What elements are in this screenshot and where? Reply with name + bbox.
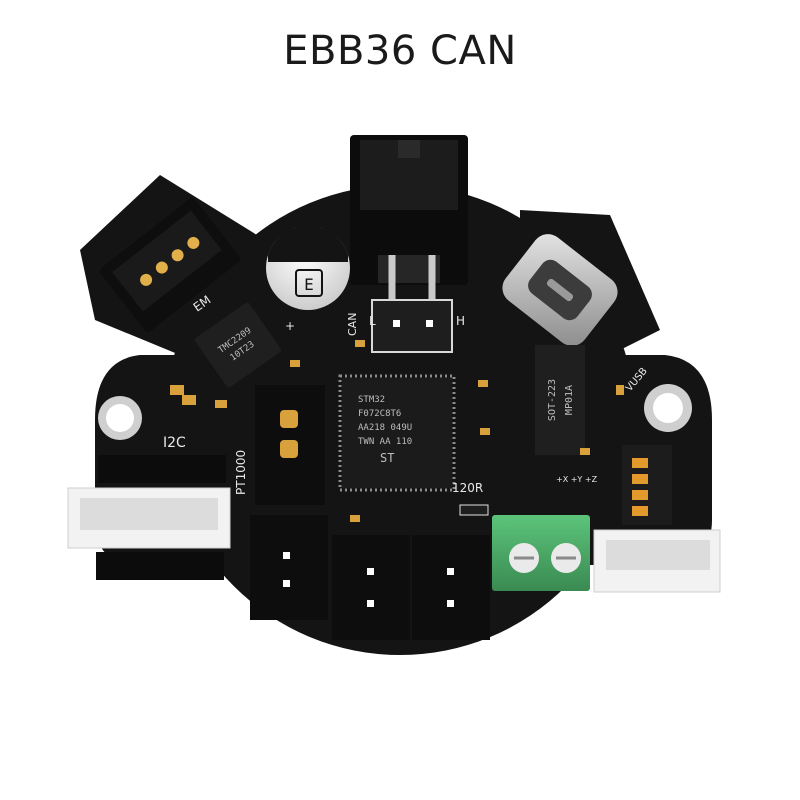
st-logo-icon: ST xyxy=(380,451,394,465)
stepper-driver-chip: TMC2209 10T23 xyxy=(194,302,282,388)
terminal-block xyxy=(492,515,590,591)
mcu-line-2: F072C8T6 xyxy=(358,409,401,419)
usb-c-port xyxy=(502,234,618,346)
bottom-connector-left xyxy=(250,515,328,620)
mcu-line-4: TWN AA 110 xyxy=(358,437,412,447)
bottom-connector-right xyxy=(412,535,490,640)
can-label: CAN xyxy=(346,313,359,336)
i2c-header xyxy=(67,455,231,580)
pt1000-label: PT1000 xyxy=(234,450,248,495)
endstop-connector xyxy=(99,198,241,332)
dip-switch xyxy=(622,445,672,525)
120r-label: 120R xyxy=(452,481,483,495)
regulator-line-1: SOT-223 xyxy=(547,379,558,421)
pt1000-connector xyxy=(255,385,325,505)
i2c-label: I2C xyxy=(163,435,186,451)
product-title: EBB36 CAN xyxy=(283,28,517,74)
mounting-hole-right xyxy=(644,384,692,432)
mcu-chip: STM32 F072C8T6 AA218 049U TWN AA 110 ST xyxy=(338,374,456,492)
mounting-hole-left xyxy=(98,396,142,440)
capacitor: E xyxy=(266,225,350,310)
power-connector-top xyxy=(350,135,468,353)
bottom-connector-middle xyxy=(332,535,410,640)
capacitor-label: E xyxy=(304,275,314,294)
regulator-chip: SOT-223 MP01A xyxy=(535,345,585,455)
can-l-label: L xyxy=(369,314,376,328)
regulator-line-2: MP01A xyxy=(564,385,575,415)
mcu-line-1: STM32 xyxy=(358,395,385,405)
can-h-label: H xyxy=(456,314,465,328)
plus-label: + xyxy=(285,319,295,333)
mcu-line-3: AA218 049U xyxy=(358,423,412,433)
axes-label: +X +Y +Z xyxy=(556,475,598,484)
passive-components xyxy=(170,340,624,522)
right-white-connector xyxy=(593,529,721,593)
